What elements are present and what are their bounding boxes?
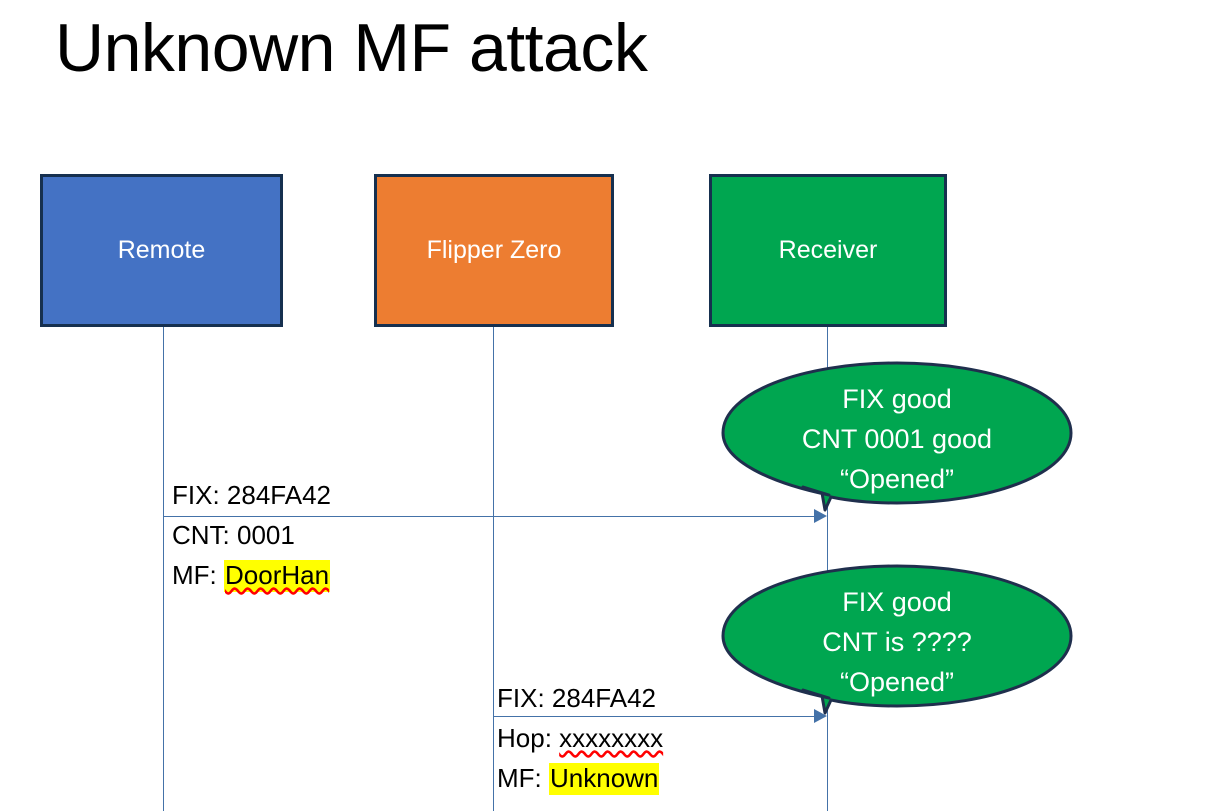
- page-title: Unknown MF attack: [55, 10, 648, 86]
- message-line: MF: DoorHan: [172, 555, 331, 595]
- message-line: CNT: 0001: [172, 515, 331, 555]
- message-line: FIX: 284FA42: [172, 475, 331, 515]
- message-line-key: CNT:: [172, 520, 230, 550]
- lifeline-receiver: [827, 327, 828, 811]
- actor-label-receiver: Receiver: [778, 236, 878, 264]
- message-line-key: FIX:: [497, 683, 545, 713]
- message-line: FIX: 284FA42: [497, 678, 663, 718]
- actor-label-remote: Remote: [117, 236, 206, 264]
- callout-shape-icon: [721, 361, 1073, 512]
- callout-bubble-first-reception[interactable]: FIX good CNT 0001 good “Opened”: [721, 361, 1073, 521]
- message-line-value: 284FA42: [551, 683, 656, 713]
- callout-bubble-second-reception[interactable]: FIX good CNT is ???? “Opened”: [721, 564, 1073, 724]
- actor-label-flipper-zero: Flipper Zero: [426, 236, 562, 264]
- message-line-value-highlighted: DoorHan: [224, 560, 331, 592]
- message-line-key: FIX:: [172, 480, 220, 510]
- message-line-value: 284FA42: [226, 480, 331, 510]
- actor-box-flipper-zero[interactable]: Flipper Zero: [374, 174, 614, 327]
- message-line-value-misspelled: xxxxxxxx: [559, 723, 664, 753]
- message-line: MF: Unknown: [497, 758, 663, 798]
- message-line-value-highlighted: Unknown: [549, 763, 660, 795]
- message-label-remote-to-receiver: FIX: 284FA42 CNT: 0001 MF: DoorHan: [172, 475, 331, 595]
- message-label-flipper-to-receiver: FIX: 284FA42 Hop: xxxxxxxx MF: Unknown: [497, 678, 663, 798]
- actor-box-receiver[interactable]: Receiver: [709, 174, 947, 327]
- lifeline-flipper: [493, 327, 494, 811]
- callout-shape-icon: [721, 564, 1073, 715]
- actor-box-remote[interactable]: Remote: [40, 174, 283, 327]
- message-line-key: Hop:: [497, 723, 552, 753]
- message-arrow-line-flipper-to-receiver: [493, 716, 815, 717]
- message-line-value: 0001: [237, 520, 295, 550]
- message-arrow-line-remote-to-receiver: [163, 516, 815, 517]
- message-line-key: MF:: [497, 763, 542, 793]
- message-line: Hop: xxxxxxxx: [497, 718, 663, 758]
- message-arrowhead-remote-to-receiver: [814, 509, 827, 523]
- lifeline-remote: [163, 327, 164, 811]
- message-line-key: MF:: [172, 560, 217, 590]
